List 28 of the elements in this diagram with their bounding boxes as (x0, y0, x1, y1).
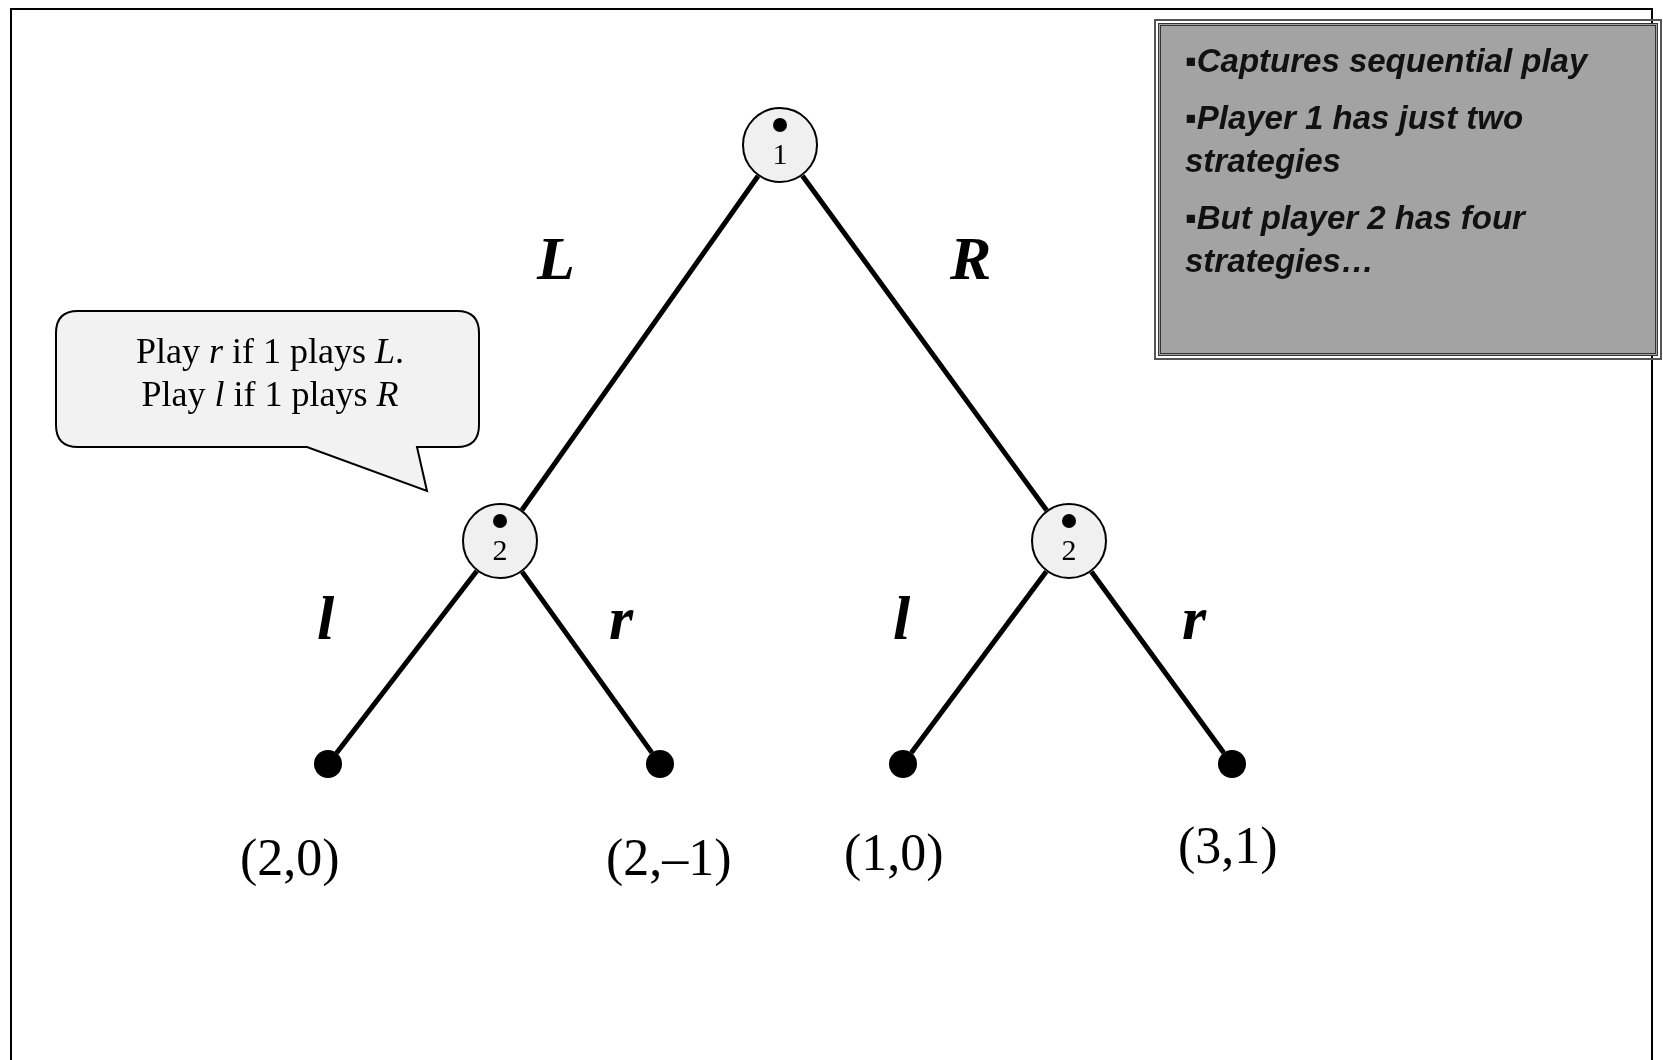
terminal-dot (1218, 750, 1246, 778)
terminal-dot (646, 750, 674, 778)
tree-branch (909, 570, 1049, 755)
edge-label: r (1182, 587, 1207, 649)
player-number: 1 (772, 139, 788, 169)
callout-text: Play r if 1 plays L. Play l if 1 plays R (134, 330, 405, 417)
terminal-dot (314, 750, 342, 778)
payoff-label: (2,0) (240, 828, 340, 887)
tree-branch (519, 174, 761, 512)
payoff-label: (1,0) (844, 823, 944, 882)
tree-branch (1089, 570, 1226, 755)
payoff-label: (2,–1) (606, 828, 732, 887)
tree-branch (800, 174, 1049, 512)
player-number: 2 (492, 535, 508, 565)
bullet-text: ▪Captures sequential play (1185, 41, 1590, 81)
payoff-label: (3,1) (1178, 816, 1278, 875)
speech-bubble (55, 310, 480, 493)
edge-label: R (950, 227, 992, 289)
edge-label: l (893, 587, 911, 649)
player-number: 2 (1061, 535, 1077, 565)
terminal-dot (889, 750, 917, 778)
bullet-text: ▪Player 1 has just two strategies (1185, 97, 1525, 181)
edge-label: l (317, 587, 335, 649)
tree-branch (520, 570, 654, 755)
bullet-text: ▪But player 2 has four strategies… (1185, 197, 1528, 281)
edge-label: L (537, 227, 575, 289)
edge-label: r (609, 587, 634, 649)
tree-branch (334, 569, 479, 755)
